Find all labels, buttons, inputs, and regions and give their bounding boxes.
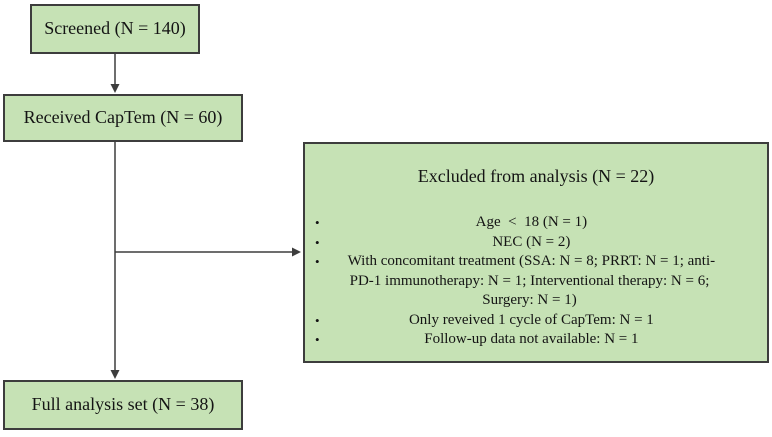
excluded-reason-item: • Follow-up data not available: N = 1 <box>305 330 757 350</box>
excluded-reason-text: Only reveived 1 cycle of CapTem: N = 1 <box>408 311 654 328</box>
excluded-reason-text: Follow-up data not available: N = 1 <box>424 331 639 347</box>
excluded-reason-list: • Age < 18 (N = 1) • NEC (N = 2) • With … <box>305 213 757 350</box>
bullet-icon: • <box>315 312 320 328</box>
node-excluded-title: Excluded from analysis (N = 22) <box>417 166 655 186</box>
arrow-branch-to-excluded-head <box>292 247 301 257</box>
excluded-reason-item: • NEC (N = 2) <box>305 233 757 253</box>
node-full-analysis-set: Full analysis set (N = 38) <box>3 380 243 430</box>
arrow-received-to-full-head <box>110 370 120 379</box>
bullet-icon: • <box>315 215 320 230</box>
bullet-icon: • <box>315 254 320 269</box>
bullet-icon: • <box>315 332 320 347</box>
node-excluded: Excluded from analysis (N = 22) • Age < … <box>303 142 769 363</box>
node-received-captem: Received CapTem (N = 60) <box>3 94 243 142</box>
excluded-reason-item: • With concomitant treatment (SSA: N = 8… <box>305 252 757 311</box>
excluded-reason-text: Age < 18 (N = 1) <box>475 214 588 230</box>
bullet-icon: • <box>315 234 320 250</box>
excluded-reason-text: NEC (N = 2) <box>492 233 571 250</box>
node-screened: Screened (N = 140) <box>30 4 200 54</box>
node-screened-label: Screened (N = 140) <box>44 18 186 39</box>
node-full-analysis-set-label: Full analysis set (N = 38) <box>31 394 215 415</box>
excluded-reason-item: • Age < 18 (N = 1) <box>305 213 757 233</box>
excluded-reason-item: • Only reveived 1 cycle of CapTem: N = 1 <box>305 311 757 331</box>
excluded-reason-text: With concomitant treatment (SSA: N = 8; … <box>347 253 716 308</box>
arrow-screened-to-received-head <box>110 84 120 93</box>
node-received-captem-label: Received CapTem (N = 60) <box>23 107 223 128</box>
